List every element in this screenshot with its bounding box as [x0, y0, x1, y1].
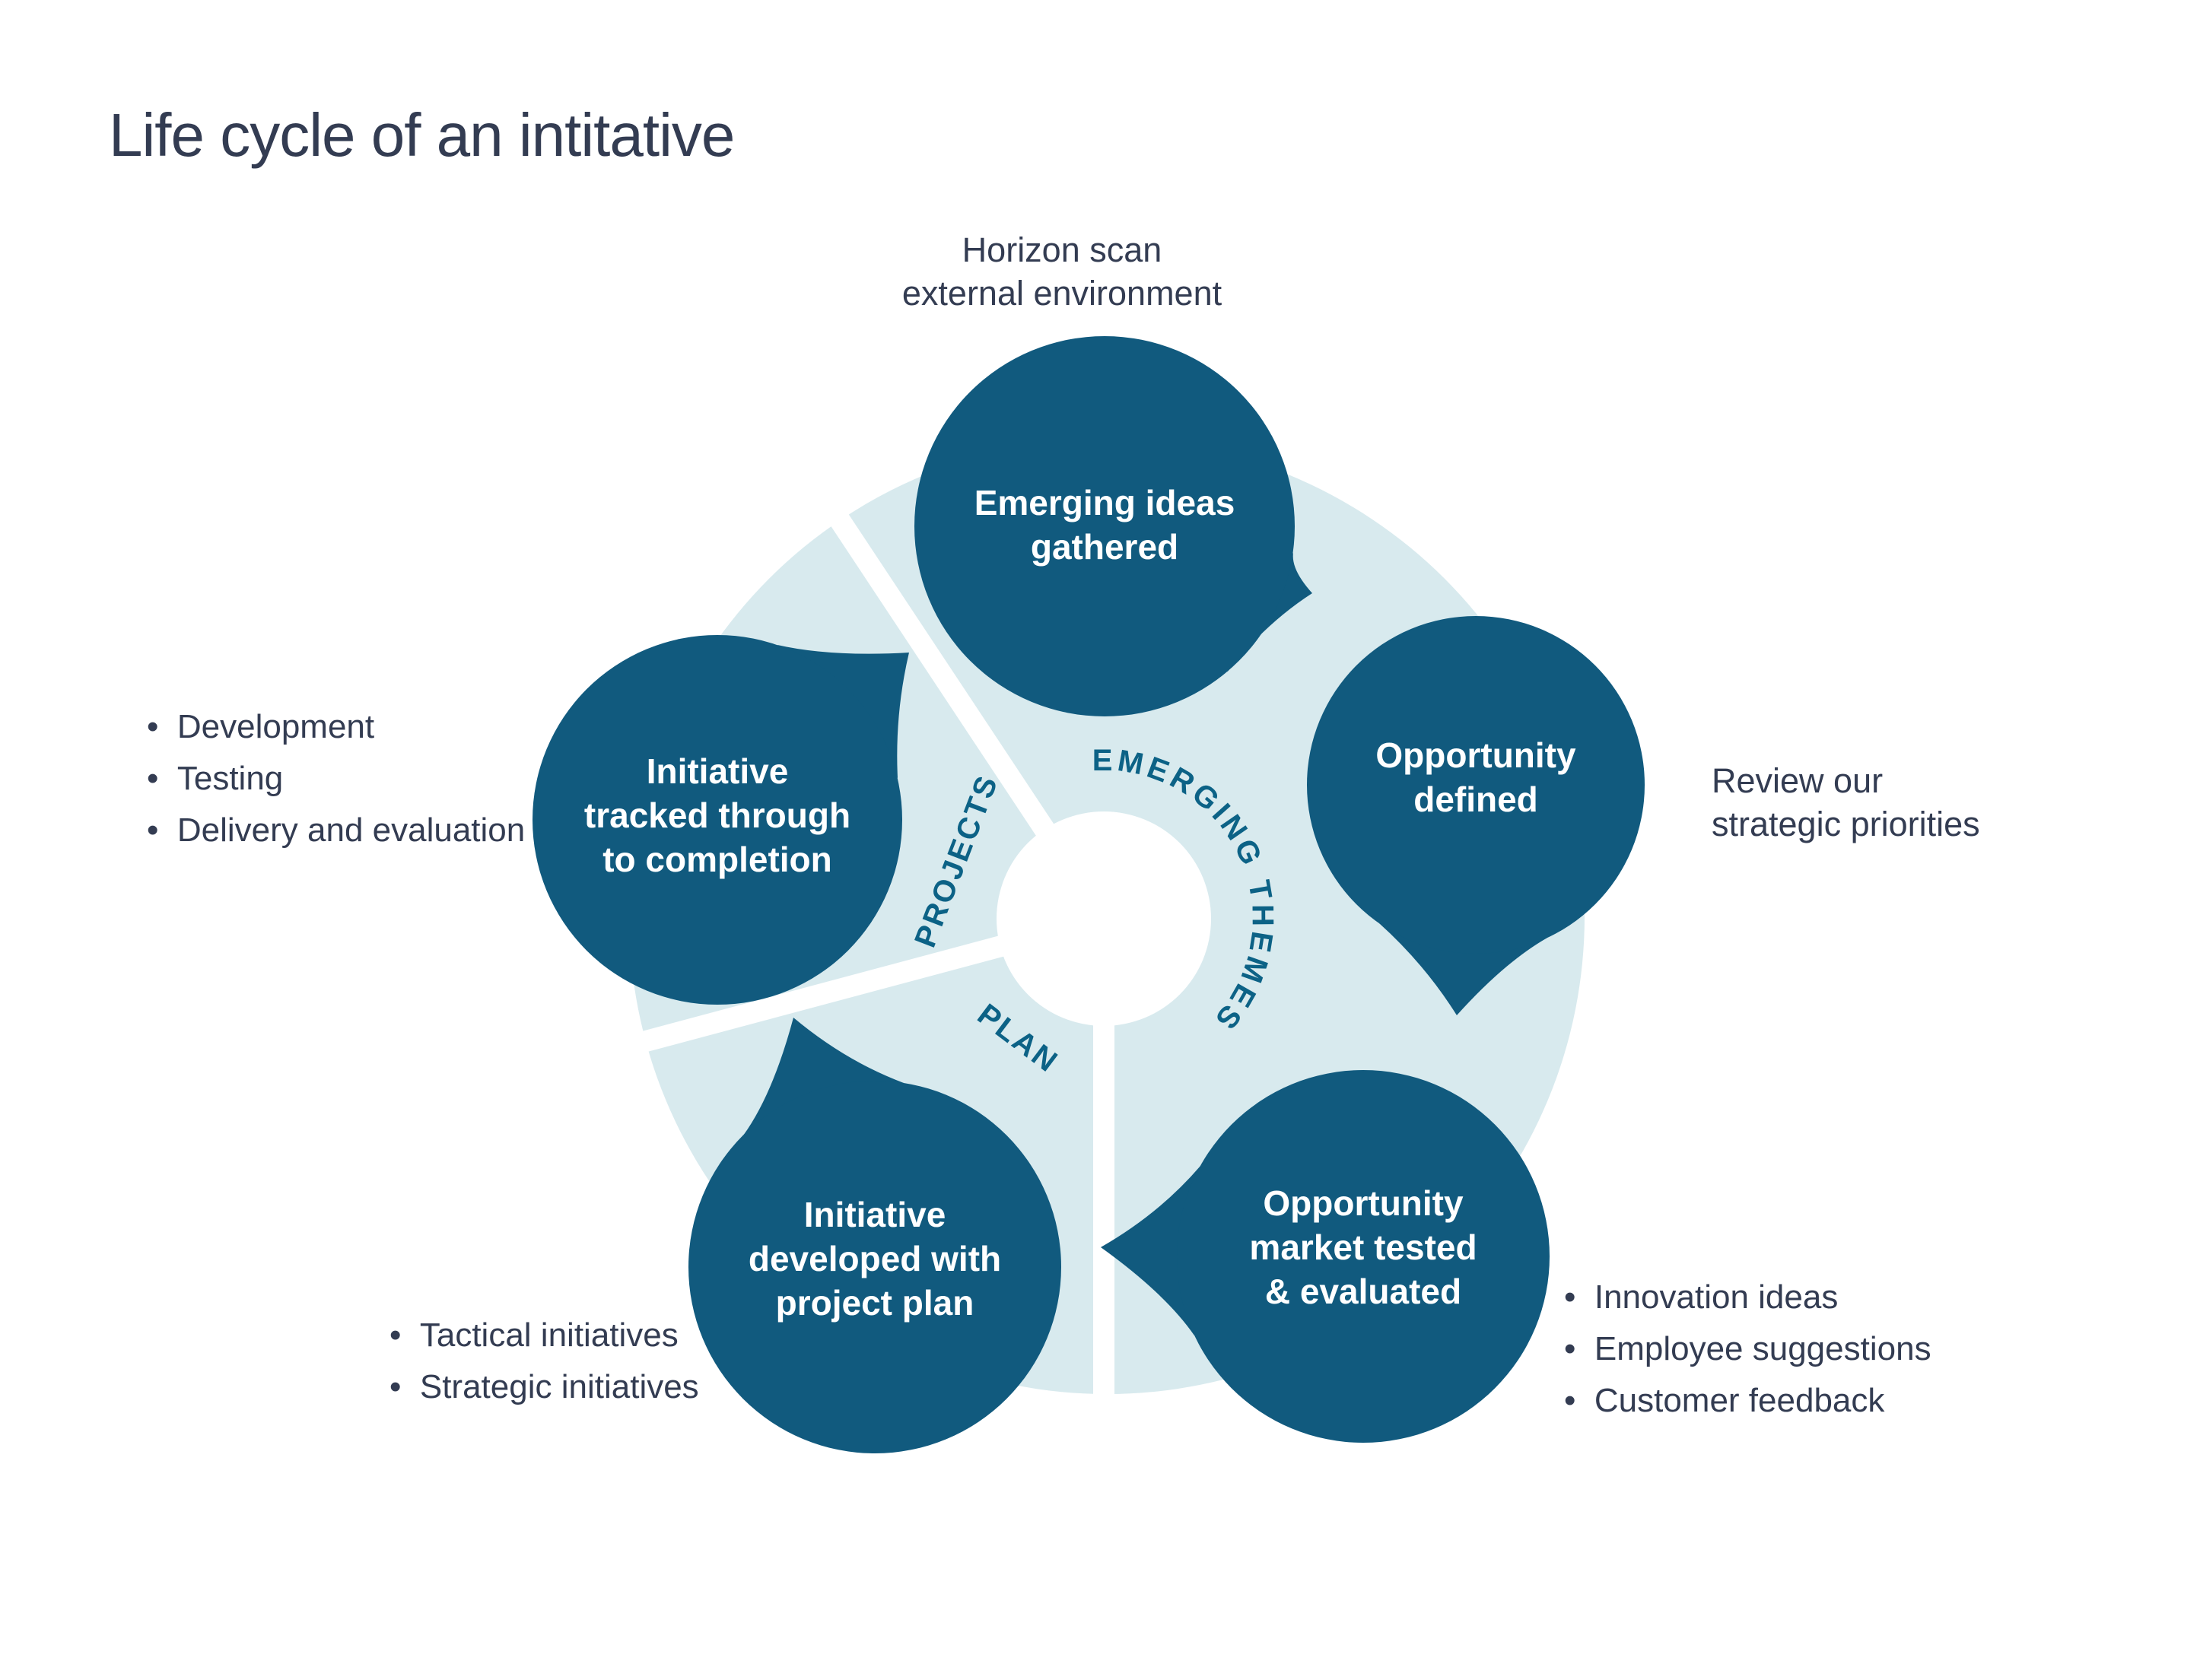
stage-label-line: gathered: [1030, 527, 1179, 567]
stage-label-line: developed with: [748, 1239, 1002, 1278]
annotation-line: strategic priorities: [1712, 805, 1980, 843]
stage-label-line: project plan: [775, 1283, 974, 1323]
annotation-review-priorities: Review our strategic priorities: [1712, 759, 1980, 846]
annotation-line: Review our: [1712, 761, 1884, 800]
bullets-opportunity-tested: Innovation ideas Employee suggestions Cu…: [1564, 1272, 1931, 1427]
stage-label-line: Initiative: [803, 1195, 946, 1234]
bubble-circle: [914, 336, 1295, 716]
bullet-item: Strategic initiatives: [389, 1361, 699, 1413]
bubble-tail: [1101, 1166, 1200, 1335]
stage-label-line: Opportunity: [1375, 735, 1576, 775]
stage-label-opportunity-defined: Opportunity defined: [1375, 733, 1575, 821]
stage-label-line: defined: [1413, 780, 1538, 819]
annotation-horizon-scan: Horizon scan external environment: [902, 228, 1222, 315]
stage-label-initiative-tracked: Initiative tracked through to completion: [584, 749, 850, 881]
bubble-circle: [688, 1081, 1061, 1453]
bullet-item: Delivery and evaluation: [147, 805, 525, 856]
bullets-initiative-tracked: Development Testing Delivery and evaluat…: [147, 701, 525, 856]
bullet-item: Customer feedback: [1564, 1375, 1931, 1427]
bubble-opportunity-market-tested: [1101, 1070, 1550, 1443]
stage-label-line: market tested: [1249, 1227, 1477, 1267]
bullets-initiative-developed: Tactical initiatives Strategic initiativ…: [389, 1310, 699, 1413]
hub-inner-circle: [997, 811, 1211, 1026]
bullet-item: Tactical initiatives: [389, 1310, 699, 1361]
stage-label-line: Initiative: [646, 751, 789, 791]
stage-label-line: Emerging ideas: [974, 483, 1235, 522]
bullet-item: Testing: [147, 753, 525, 805]
bubble-initiative-developed: [688, 1018, 1061, 1453]
stage-label-line: tracked through: [583, 796, 851, 835]
annotation-line: Horizon scan: [962, 230, 1162, 269]
annotation-line: external environment: [901, 274, 1222, 313]
stage-label-line: & evaluated: [1264, 1272, 1462, 1311]
stage-label-line: to completion: [602, 840, 832, 879]
bullet-item: Employee suggestions: [1564, 1323, 1931, 1375]
stage-bubbles: [533, 336, 1645, 1453]
bubble-opportunity-defined: [1307, 616, 1645, 1015]
bubble-circle: [1307, 616, 1645, 954]
bullet-item: Innovation ideas: [1564, 1272, 1931, 1323]
stage-label-initiative-developed: Initiative developed with project plan: [749, 1193, 1001, 1325]
stage-label-emerging-ideas: Emerging ideas gathered: [974, 481, 1235, 569]
bubble-circle: [1177, 1070, 1550, 1443]
bubble-circle: [533, 635, 902, 1005]
stage-label-opportunity-market-tested: Opportunity market tested & evaluated: [1249, 1181, 1477, 1313]
bubble-emerging-ideas: [914, 336, 1312, 716]
page-title: Life cycle of an intitative: [109, 101, 735, 169]
bullet-item: Development: [147, 701, 525, 753]
stage-label-line: Opportunity: [1263, 1183, 1464, 1223]
bubble-initiative-tracked: [533, 635, 909, 1005]
